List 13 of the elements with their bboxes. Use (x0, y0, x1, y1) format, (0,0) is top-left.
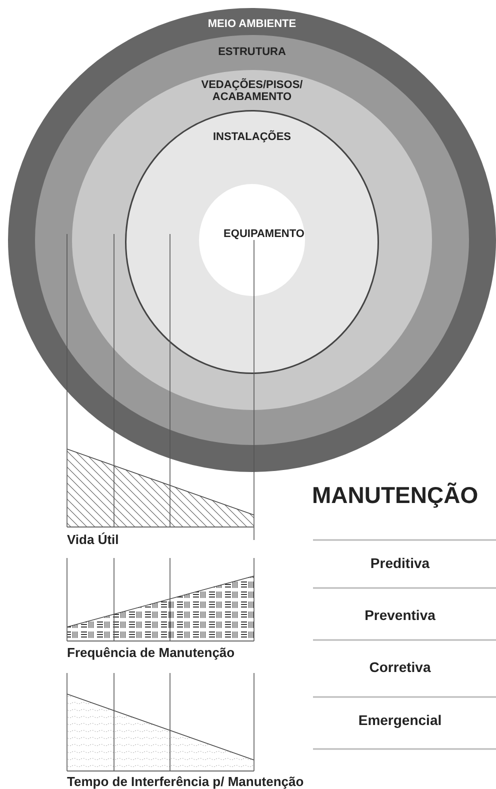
table-heading: MANUTENÇÃO (312, 482, 478, 509)
table-row-text: Corretiva (368, 659, 432, 675)
chart-title: Vida Útil (67, 532, 119, 547)
chart-title: Tempo de Interferência p/ Manutenção (67, 774, 304, 789)
ring-label: EQUIPAMENTO (222, 228, 306, 240)
ring-label: INSTALAÇÕES (212, 131, 292, 143)
table-row-text: Preventiva (364, 607, 436, 623)
chart-title: Frequência de Manutenção (67, 645, 235, 660)
table-row-text: Preditiva (369, 555, 431, 571)
ring-label: MEIO AMBIENTE (206, 18, 298, 30)
table-row-text: Emergencial (357, 712, 443, 728)
ring-label: VEDAÇÕES/PISOS/ ACABAMENTO (200, 79, 304, 103)
ring-label: ESTRUTURA (217, 46, 287, 58)
